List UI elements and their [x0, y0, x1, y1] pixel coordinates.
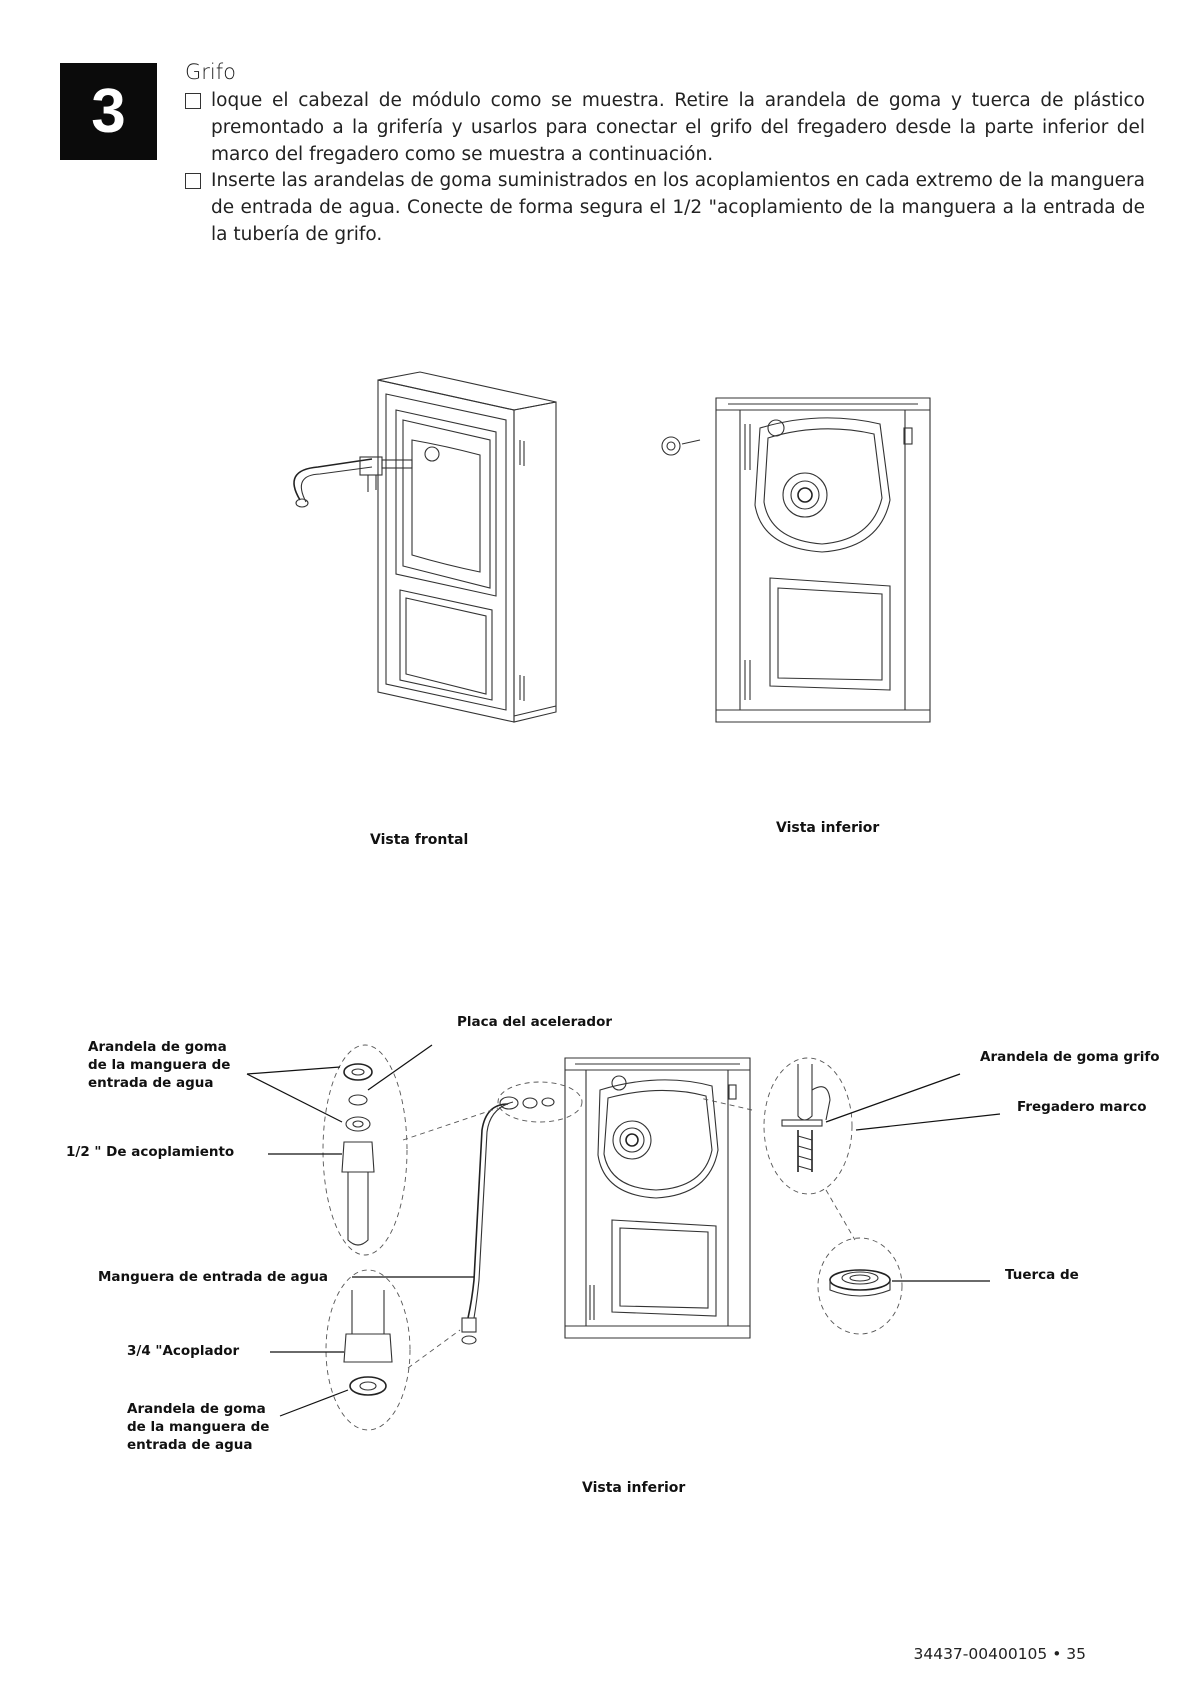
label-three-quarter-coupler: 3/4 "Acoplador: [127, 1343, 240, 1359]
instruction-text: Inserte las arandelas de goma suministra…: [211, 170, 1145, 246]
label-hose-washer-bottom: Arandela de goma de la manguera de entra…: [127, 1401, 270, 1454]
step-number-badge: 3: [60, 63, 157, 160]
label-nut: Tuerca de: [1005, 1267, 1079, 1283]
caption-bottom-view-top: Vista inferior: [776, 820, 880, 836]
label-hose-washer-top: Arandela de goma de la manguera de entra…: [88, 1039, 231, 1092]
label-hose: Manguera de entrada de agua: [98, 1269, 329, 1285]
label-faucet-washer: Arandela de goma grifo: [980, 1049, 1160, 1065]
checkbox-icon: [185, 173, 201, 190]
instruction-item: loque el cabezal de módulo como se muest…: [185, 88, 1145, 168]
checkbox-icon: [185, 93, 201, 109]
section-title: Grifo: [185, 60, 236, 84]
bottom-view-illustration-lower: [246, 1044, 1001, 1431]
label-half-coupling: 1/2 " De acoplamiento: [66, 1144, 235, 1160]
caption-front-view: Vista frontal: [370, 832, 469, 848]
bottom-view-illustration-top: [661, 397, 931, 723]
instructions: loque el cabezal de módulo como se muest…: [185, 88, 1145, 249]
instruction-item: Inserte las arandelas de goma suministra…: [185, 168, 1145, 248]
label-sink-frame: Fregadero marco: [1017, 1099, 1147, 1115]
caption-bottom-view-lower: Vista inferior: [582, 1480, 686, 1496]
step-number: 3: [91, 77, 126, 146]
label-throttle-plate: Placa del acelerador: [457, 1014, 613, 1030]
instruction-text: loque el cabezal de módulo como se muest…: [211, 90, 1145, 165]
page-reference: 34437-00400105 • 35: [913, 1645, 1086, 1663]
front-view-illustration: [293, 371, 557, 723]
